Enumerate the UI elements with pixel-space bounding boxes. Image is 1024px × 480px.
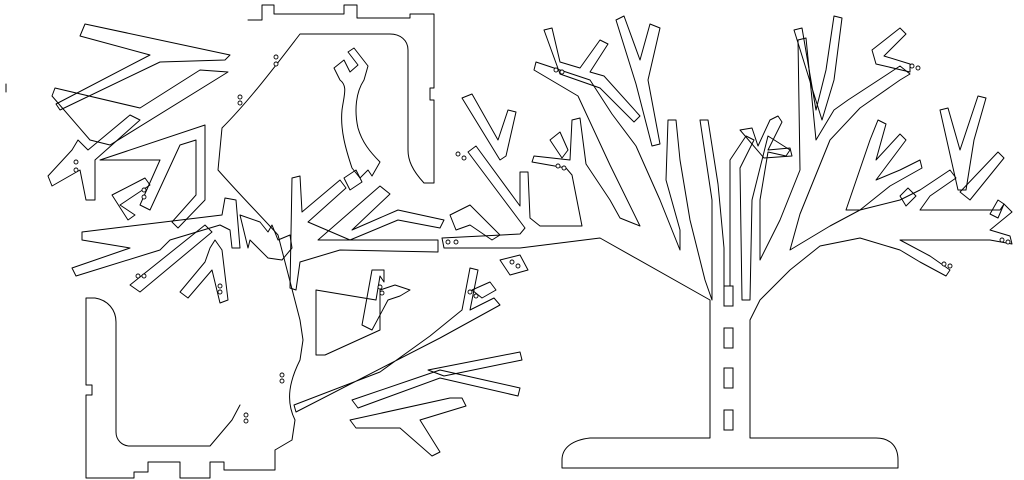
branch-top-4 [871,27,911,73]
peg-hole [445,239,451,245]
left-tree-panel [47,4,529,479]
slot [723,409,734,431]
peg-hole [243,418,249,424]
slot [723,327,734,349]
branch-mid-left-tree [549,131,569,159]
peg-hole [555,163,561,169]
peg-hole [461,155,467,161]
right-peg-holes [445,63,1011,269]
branch-upper-left-2 [51,69,229,146]
stand-slots [723,285,734,431]
branch-right-1 [845,119,923,211]
peg-hole [377,284,383,290]
curved-hanger [333,47,381,179]
peg-hole [135,273,141,279]
peg-hole [273,54,279,60]
peg-hole [379,290,385,296]
branch-upper-left-4 [99,124,206,229]
peg-hole [73,159,79,165]
branch-upper-left-1 [55,23,231,111]
peg-hole [473,293,479,299]
branch-center-3 [317,185,445,241]
branch-left-tree-2 [461,93,517,161]
peg-hole [279,378,285,384]
peg-hole [947,263,953,269]
peg-hole [279,372,285,378]
branch-mid-left-2 [129,224,213,293]
branch-upper-left-5 [111,177,151,221]
branch-right-4 [989,199,1005,219]
branch-center-2 [289,175,439,291]
branch-center-5 [449,204,501,241]
peg-hole [243,412,249,418]
peg-hole [141,194,147,200]
peg-hole [141,187,147,193]
peg-hole [141,273,147,279]
peg-hole [1005,239,1011,245]
branch-mid-left-1 [71,197,241,277]
branch-lower-5 [471,281,497,299]
peg-hole [561,165,567,171]
peg-hole [909,63,915,69]
branch-lower-4 [349,397,467,457]
peg-hole [553,67,559,73]
hanger-tab [343,169,363,191]
slot [723,285,734,307]
branch-lower-6 [499,254,529,276]
branch-center-4 [315,269,411,356]
branch-lower-1 [293,267,501,413]
peg-hole [273,61,279,67]
slot [723,367,734,389]
branch-top-2 [615,15,661,147]
peg-hole [515,263,521,269]
branch-right-5 [899,187,917,207]
peg-hole [915,65,921,71]
peg-hole [217,289,223,295]
branch-upper-left-3 [47,114,141,201]
peg-hole [73,167,79,173]
peg-hole [217,283,223,289]
branch-mid-left-3 [179,239,229,304]
peg-hole [237,94,243,100]
peg-hole [237,100,243,106]
peg-hole [467,289,473,295]
tree-base [441,37,1013,469]
peg-hole [559,69,565,75]
peg-hole [999,237,1005,243]
left-peg-holes [73,54,521,424]
peg-hole [453,239,459,245]
branch-top-3 [793,15,843,121]
left-panel-frame-outline [85,4,435,479]
branch-mid-right-1 [739,115,793,159]
peg-hole [455,151,461,157]
peg-hole [941,261,947,267]
peg-hole [509,259,515,265]
branch-lower-2 [351,369,521,409]
branch-top-1 [543,27,641,123]
branch-lower-3 [427,351,523,377]
branch-right-2 [939,95,987,191]
branch-right-3 [959,151,1005,201]
right-tree-panel [441,15,1013,469]
